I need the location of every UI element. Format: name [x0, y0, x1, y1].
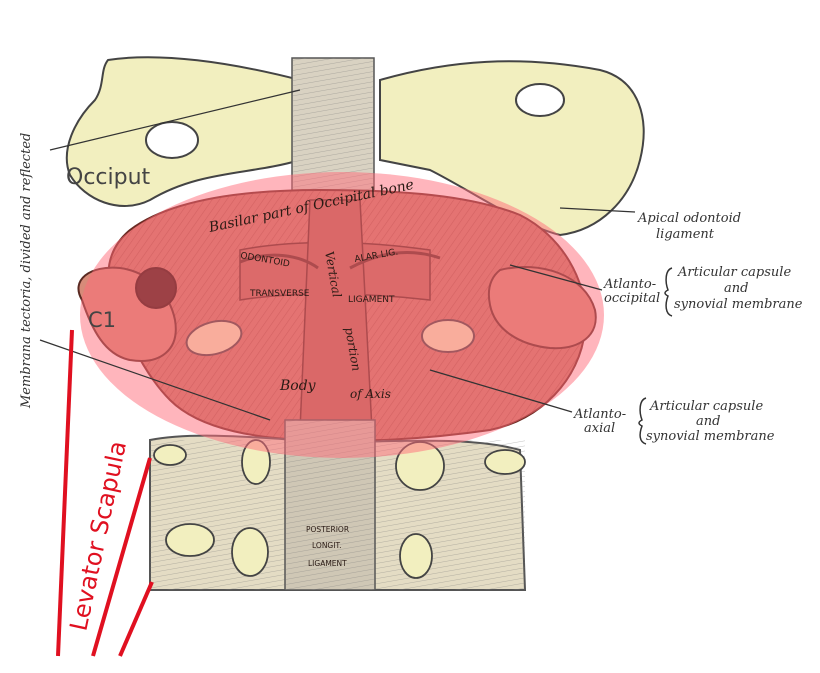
leader-apical [559, 207, 636, 213]
process-7 [484, 449, 526, 475]
brace-atlanto-occipital [664, 267, 673, 317]
leader-atlanto-axial [429, 369, 573, 413]
label-occiput: Occiput [66, 165, 151, 190]
label-ao-cap-1: Articular capsule [677, 265, 791, 280]
label-ao-cap-3: synovial membrane [674, 297, 803, 312]
label-of-axis: of Axis [350, 387, 391, 401]
caption-membrana-tectoria: Membrana tectoria, divided and reflected [19, 133, 34, 409]
levator-line-1 [56, 329, 74, 657]
label-pll-2: LONGIT. [312, 541, 342, 550]
label-aa-name-2: axial [584, 421, 615, 436]
process-3 [231, 527, 269, 577]
label-transverse: TRANSVERSE [249, 289, 310, 299]
label-pll-3: LIGAMENT [308, 559, 347, 568]
label-ligament: LIGAMENT [348, 295, 395, 305]
label-c1: C1 [88, 308, 116, 332]
process-5 [165, 523, 215, 557]
label-aa-cap-3: synovial membrane [646, 429, 775, 444]
levator-line-3 [118, 581, 154, 657]
leader-atlanto-occipital [509, 264, 603, 291]
label-apical-1: Apical odontoid [637, 211, 741, 226]
brace-atlanto-axial [638, 397, 647, 445]
label-pll-1: POSTERIOR [306, 525, 349, 534]
label-ao-name-2: occipital [604, 291, 660, 306]
process-6 [153, 444, 187, 466]
label-body: Body [279, 378, 317, 394]
label-aa-name-1: Atlanto- [573, 407, 626, 422]
label-ao-name-1: Atlanto- [603, 277, 656, 292]
highlight-region [80, 172, 604, 458]
foramen-left [145, 121, 199, 159]
leader-occiput-label [49, 89, 301, 151]
label-apical-2: ligament [656, 227, 715, 242]
label-aa-cap-2: and [696, 414, 720, 429]
label-aa-cap-1: Articular capsule [649, 399, 763, 414]
leader-membrana [39, 339, 271, 421]
foramen-right [515, 83, 565, 117]
process-4 [399, 533, 433, 579]
levator-line-2 [91, 457, 152, 657]
label-ao-cap-2: and [724, 281, 748, 296]
